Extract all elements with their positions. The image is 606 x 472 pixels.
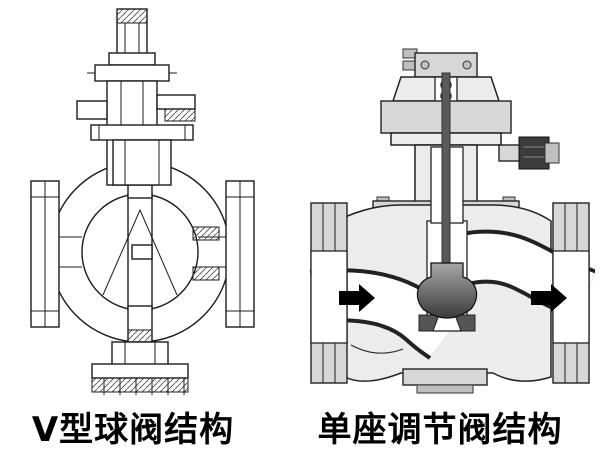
inlet-flange bbox=[310, 202, 348, 384]
plug-and-seat bbox=[416, 72, 478, 332]
stem-assembly bbox=[76, 8, 196, 186]
bottom-boss bbox=[402, 368, 488, 394]
side-connector-fitting bbox=[498, 136, 560, 170]
packing-bonnet-assembly bbox=[380, 48, 512, 204]
single-seat-valve-diagram bbox=[309, 48, 595, 394]
flow-arrow-left-icon bbox=[339, 284, 375, 312]
inlet-flange bbox=[30, 180, 60, 328]
flow-arrow-right-icon bbox=[531, 284, 567, 312]
trunnion-bottom bbox=[127, 305, 153, 343]
outlet-flange bbox=[225, 180, 255, 328]
v-port-ball bbox=[50, 193, 230, 311]
v-ball-valve-diagram bbox=[30, 8, 255, 395]
seat-rings bbox=[192, 226, 220, 281]
left-caption: V型球阀结构 bbox=[31, 410, 235, 450]
right-caption: 单座调节阀结构 bbox=[317, 410, 563, 450]
bottom-cover bbox=[91, 341, 189, 395]
valve-plug bbox=[416, 262, 478, 319]
